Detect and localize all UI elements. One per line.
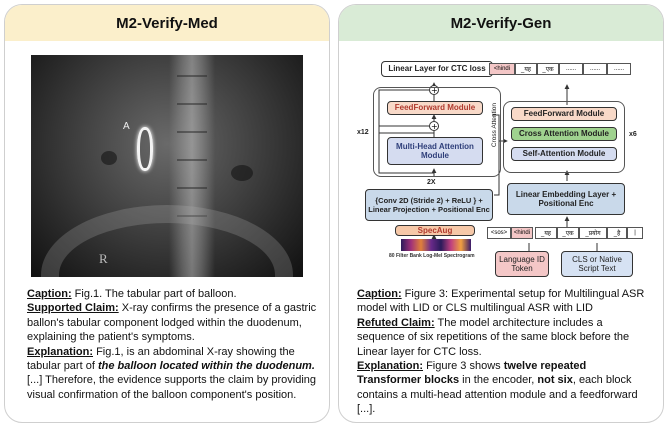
conv-box: {Conv 2D (Stride 2) + ReLU } + Linear Pr… bbox=[365, 189, 493, 221]
explanation-emphasis: twelve repeated Transformer blocks bbox=[357, 360, 587, 387]
xray-image: A R bbox=[31, 55, 303, 277]
explanation-text: [...] Therefore, the evidence supports t… bbox=[27, 374, 317, 401]
claim-text: X-ray confirms the presence of a gastric… bbox=[27, 302, 317, 344]
caption-label: Caption: bbox=[357, 288, 402, 300]
med-text-block: Caption: Fig.1. The tabular part of ball… bbox=[27, 287, 317, 402]
explanation-text: Fig.1, is an abdominal X-ray showing the… bbox=[27, 345, 295, 373]
explanation-label: Explanation: bbox=[27, 345, 94, 358]
gen-text-block: Caption: Figure 3: Experimental setup fo… bbox=[357, 287, 647, 417]
balloon-ring bbox=[137, 127, 153, 171]
input-token: _एक bbox=[557, 227, 579, 239]
xray-pelvis bbox=[41, 205, 293, 277]
encoder-block-frame bbox=[373, 87, 501, 177]
input-token: <hindi bbox=[511, 227, 533, 239]
architecture-diagram: + + Linear Layer for CTC loss x12 Cross … bbox=[339, 5, 663, 277]
claim-label: Refuted Claim: bbox=[357, 316, 435, 329]
svg-text:+: + bbox=[431, 122, 438, 131]
panel-med-title: M2-Verify-Med bbox=[5, 5, 329, 41]
input-token: _प्रयोग bbox=[579, 227, 607, 239]
med-claim: Supported Claim: X-ray confirms the pres… bbox=[27, 301, 317, 344]
cross-attention-box: Cross Attention Module bbox=[511, 127, 617, 141]
gen-explanation: Explanation: Figure 3 shows twelve repea… bbox=[357, 359, 647, 417]
claim-label: Supported Claim: bbox=[27, 302, 119, 315]
linear-ctc-box: Linear Layer for CTC loss bbox=[381, 61, 493, 77]
med-caption: Caption: Fig.1. The tabular part of ball… bbox=[27, 287, 317, 301]
output-token: ...... bbox=[559, 63, 583, 75]
gas-bubble bbox=[231, 165, 253, 181]
input-token: _यह bbox=[535, 227, 557, 239]
caption-text: Fig.1. The tabular part of balloon. bbox=[71, 288, 237, 300]
claim-text: The model architecture includes a sequen… bbox=[357, 316, 630, 358]
output-token: ...... bbox=[583, 63, 607, 75]
gas-bubble bbox=[101, 151, 117, 165]
filterbank-label: 80 Filter Bank Log-Mel Spectrogram bbox=[389, 253, 475, 259]
decoder-block-frame bbox=[503, 101, 625, 173]
input-token: <sos> bbox=[487, 227, 511, 239]
feedforward-left-box: FeedForward Module bbox=[387, 101, 483, 115]
two-x-label: 2X bbox=[427, 179, 436, 186]
mha-box: Multi-Head Attention Module bbox=[387, 137, 483, 165]
output-token: _एक bbox=[537, 63, 559, 75]
caption-label: Caption: bbox=[27, 288, 72, 300]
linear-embedding-box: Linear Embedding Layer + Positional Enc bbox=[507, 183, 625, 215]
xray-label-a: A bbox=[123, 121, 130, 132]
gen-claim: Refuted Claim: The model architecture in… bbox=[357, 316, 647, 359]
panel-med: M2-Verify-Med A R Caption: Fig.1. The ta… bbox=[4, 4, 330, 423]
cls-box: CLS or Native Script Text bbox=[561, 251, 633, 277]
output-token: <hindi bbox=[489, 63, 515, 75]
self-attention-box: Self-Attention Module bbox=[511, 147, 617, 161]
x6-label: x6 bbox=[629, 131, 637, 138]
panel-gen-title: M2-Verify-Gen bbox=[339, 5, 663, 41]
explanation-emphasis: the balloon located within the duodenum. bbox=[97, 360, 315, 373]
explanation-label: Explanation: bbox=[357, 360, 424, 373]
specaug-box: SpecAug bbox=[395, 225, 475, 236]
cross-attention-vertical-label: Cross Attention bbox=[491, 103, 498, 148]
xray-label-r: R bbox=[99, 251, 108, 266]
vertebra-gap bbox=[177, 131, 207, 133]
spectrogram-image bbox=[401, 239, 471, 251]
panel-gen: M2-Verify-Gen + + bbox=[338, 4, 664, 423]
output-token: _यह bbox=[515, 63, 537, 75]
vertebra-gap bbox=[177, 75, 207, 77]
input-token: | bbox=[627, 227, 643, 239]
vertebra-gap bbox=[177, 103, 207, 105]
output-token: ...... bbox=[607, 63, 631, 75]
explanation-emphasis: not six bbox=[537, 374, 573, 387]
x12-label: x12 bbox=[357, 129, 369, 136]
input-token: _है bbox=[607, 227, 627, 239]
gen-caption: Caption: Figure 3: Experimental setup fo… bbox=[357, 287, 647, 316]
vertebra-gap bbox=[177, 187, 207, 189]
caption-text: Figure 3: Experimental setup for Multili… bbox=[357, 288, 645, 315]
explanation-text: Figure 3 shows bbox=[423, 360, 504, 373]
language-id-box: Language ID Token bbox=[495, 251, 549, 277]
explanation-text: , each block contains a multi-head atten… bbox=[357, 374, 638, 416]
svg-text:+: + bbox=[431, 86, 438, 95]
explanation-text: in the encoder, bbox=[459, 374, 538, 387]
vertebra-gap bbox=[177, 159, 207, 161]
feedforward-right-box: FeedForward Module bbox=[511, 107, 617, 121]
med-explanation: Explanation: Fig.1, is an abdominal X-ra… bbox=[27, 345, 317, 403]
